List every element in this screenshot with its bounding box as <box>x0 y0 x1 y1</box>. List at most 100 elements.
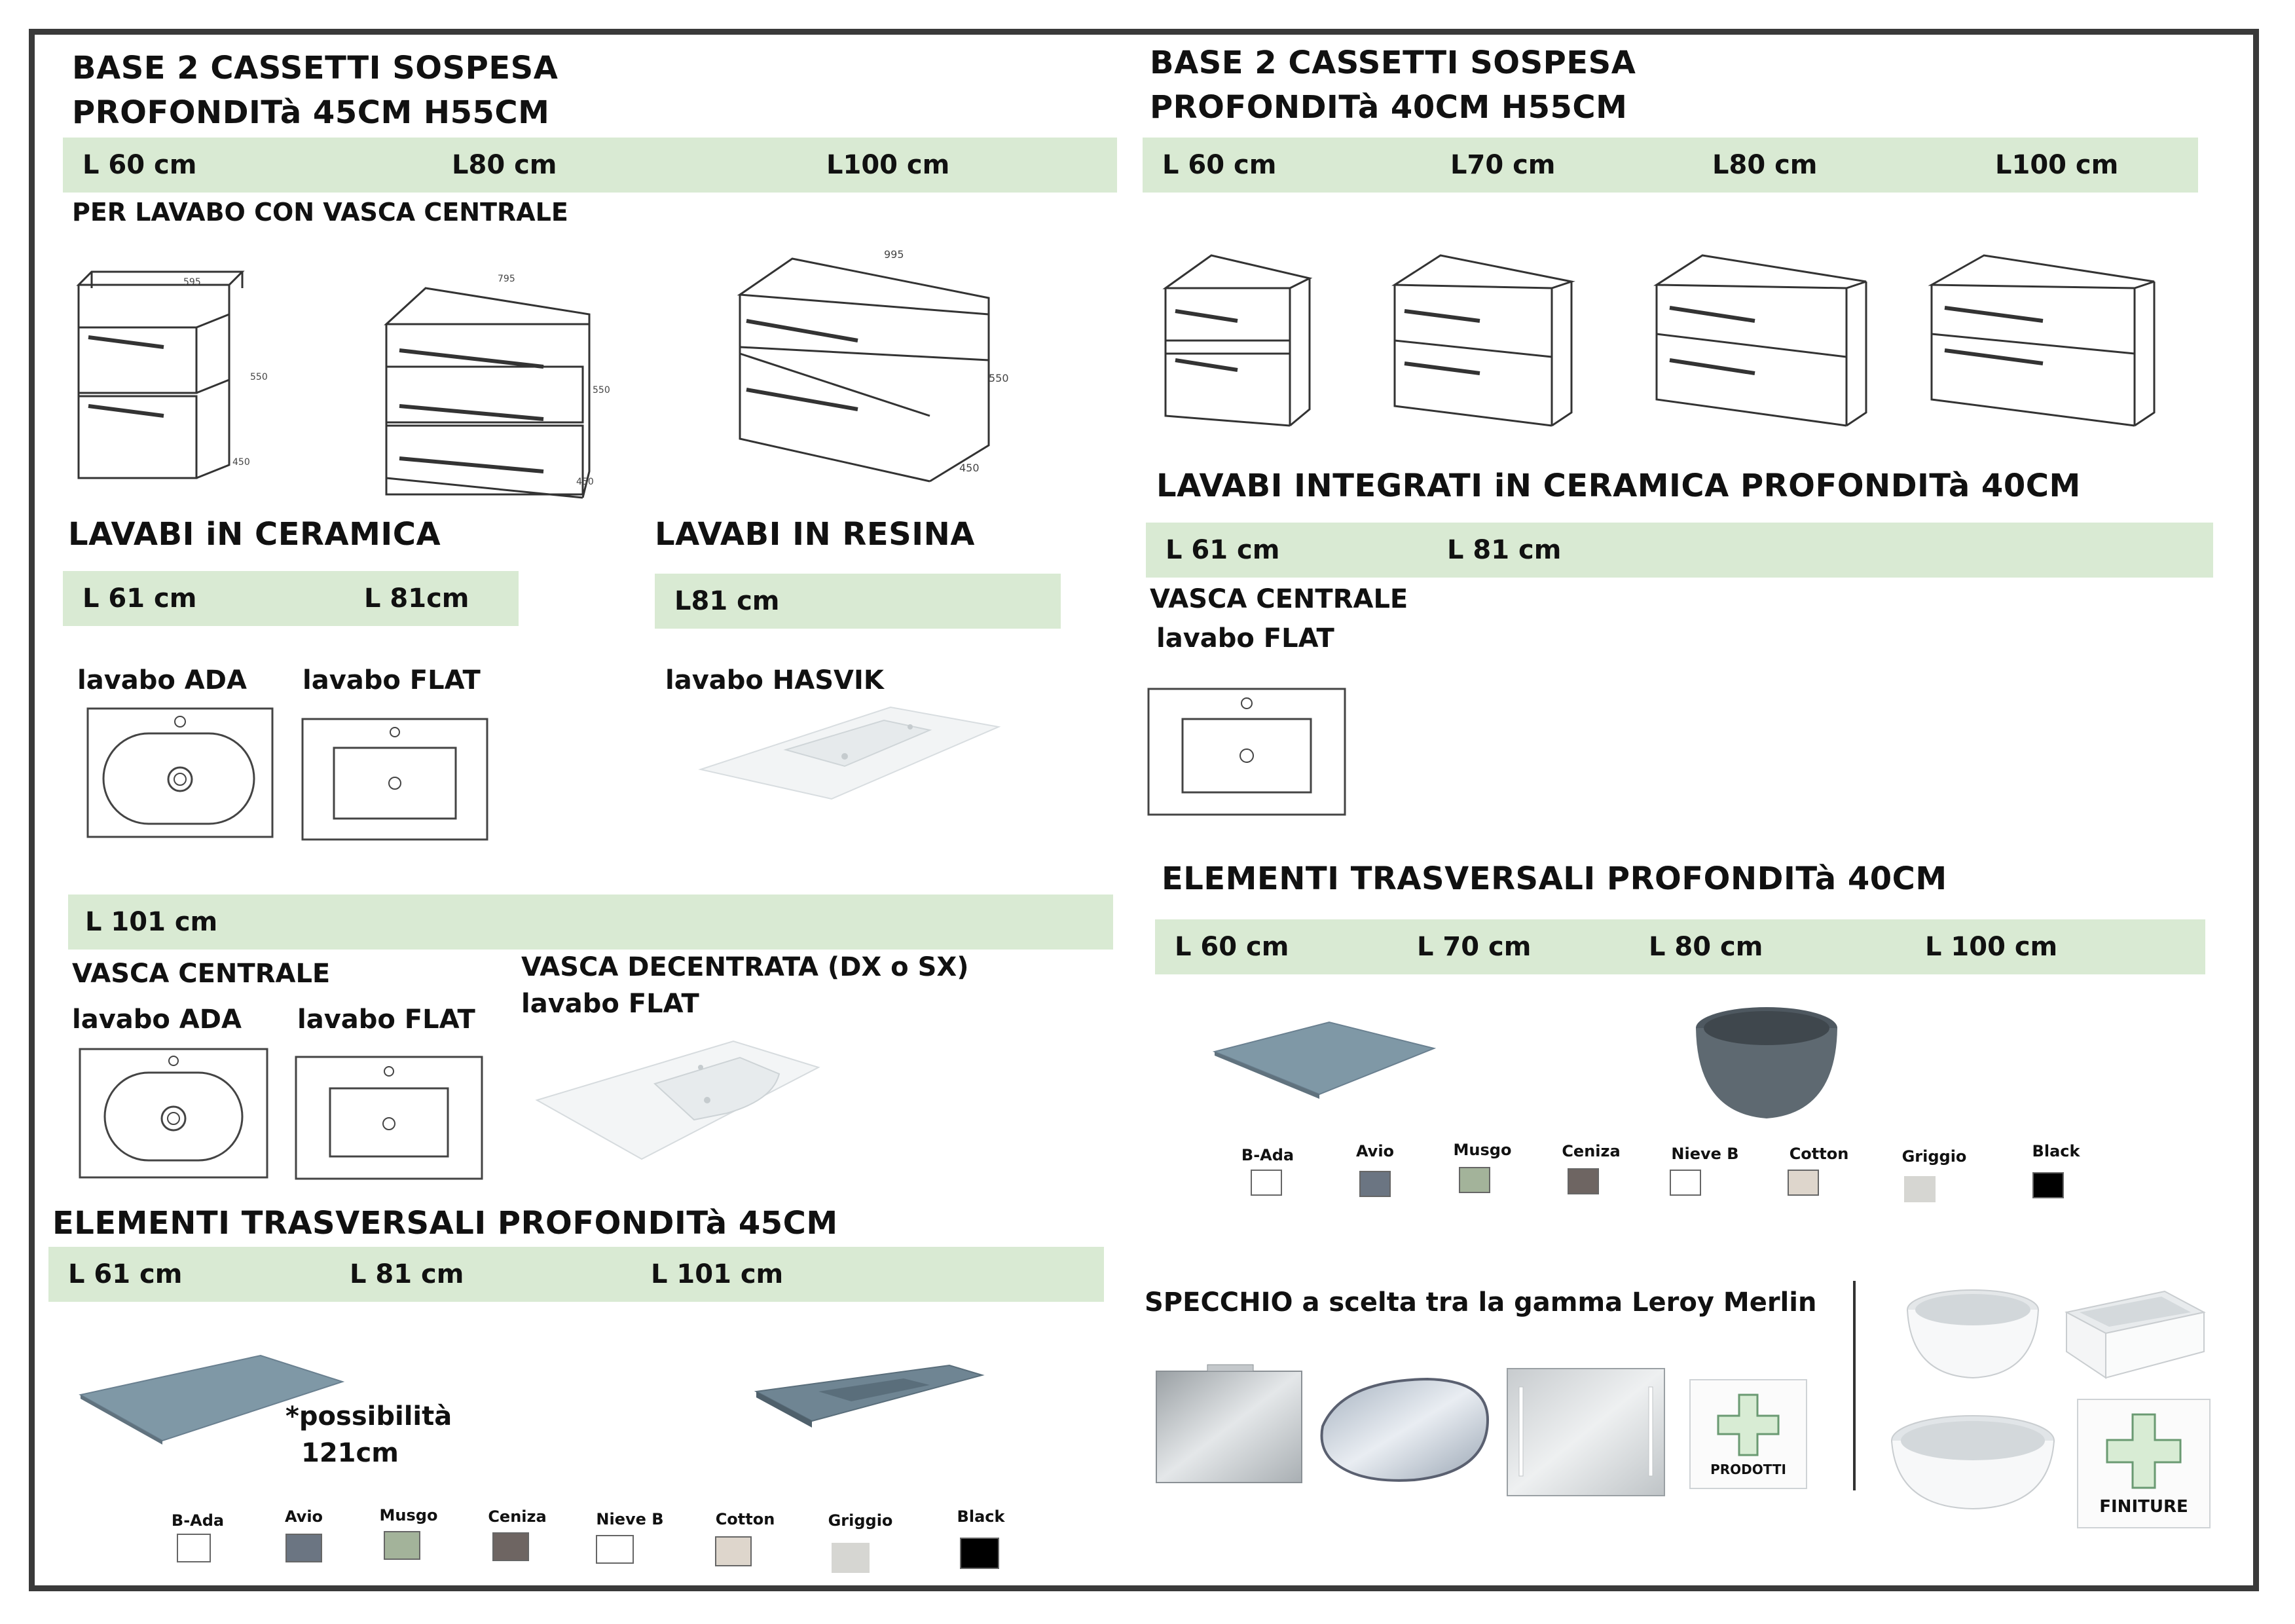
cabinet-40-60-drawing <box>1162 254 1313 427</box>
resina-label-hasvik: lavabo HASVIK <box>665 665 884 695</box>
lavabo-ada-drawing <box>86 707 274 838</box>
swatch-label: Cotton <box>715 1510 775 1528</box>
ceramica-label-ada: lavabo ADA <box>77 665 247 695</box>
page-frame <box>29 29 2259 1591</box>
swatch-musgo <box>384 1531 420 1560</box>
size-label: L 101 cm <box>85 907 218 937</box>
integrated-top-45-drawing <box>754 1364 985 1428</box>
resina-size-band: L81 cm <box>655 574 1061 629</box>
top-45-drawing <box>79 1354 345 1445</box>
dim-height: 550 <box>989 372 1009 384</box>
swatch-label: Musgo <box>1453 1141 1512 1159</box>
finiture-card[interactable]: FINITURE <box>2077 1399 2211 1528</box>
cabinet-60-drawing: 595 550 450 <box>76 270 268 479</box>
ceramica-label-flat: lavabo FLAT <box>303 665 481 695</box>
right-top-title-line1: BASE 2 CASSETTI SOSPESA <box>1150 45 1636 81</box>
dim-width: 995 <box>884 248 904 261</box>
basin-rect-drawing <box>2065 1290 2206 1379</box>
cabinet-100-drawing: 995 550 450 <box>737 248 1009 483</box>
right-top-size-band: L 60 cm L70 cm L80 cm L100 cm <box>1143 138 2198 193</box>
ceramica-size-band: L 61 cm L 81cm <box>63 571 519 626</box>
size-label: L 61 cm <box>1166 535 1280 565</box>
lavabo-decentrato-drawing <box>535 1040 820 1160</box>
size-label: L80 cm <box>1712 150 1818 180</box>
swatch-label: Nieve B <box>596 1510 664 1528</box>
lavabo-flat-drawing <box>301 718 488 841</box>
swatch-label: Griggio <box>828 1511 893 1530</box>
prodotti-card[interactable]: PRODOTTI <box>1689 1379 1807 1489</box>
swatch-nieve-b <box>596 1535 634 1564</box>
swatch-musgo <box>1459 1167 1490 1193</box>
top-40-drawing <box>1212 1021 1437 1099</box>
size-label: L100 cm <box>1995 150 2119 180</box>
prodotti-label: PRODOTTI <box>1710 1462 1786 1477</box>
size-label: L 81cm <box>364 583 469 614</box>
swatch-nieve-b <box>1670 1170 1701 1196</box>
integrati-size-band: L 61 cm L 81 cm <box>1146 523 2213 578</box>
integrati-title: LAVABI INTEGRATI iN CERAMICA PROFONDITà … <box>1156 468 2081 504</box>
plus-icon <box>1717 1393 1780 1456</box>
l101-label-flat: lavabo FLAT <box>297 1005 475 1035</box>
lavabo-integrato-drawing <box>1147 688 1346 816</box>
size-label: L81 cm <box>674 586 780 616</box>
basin-round-drawing <box>1907 1289 2039 1379</box>
plus-icon <box>2106 1413 2182 1489</box>
size-label: L 60 cm <box>83 150 197 180</box>
swatch-label: Musgo <box>379 1506 438 1524</box>
swatch-griggio <box>832 1543 870 1573</box>
dim-height: 550 <box>250 372 268 382</box>
left-top-title-line2: PROFONDITà 45CM H55CM <box>72 94 550 131</box>
finiture-label: FINITURE <box>2099 1497 2188 1517</box>
left-top-subtitle: PER LAVABO CON VASCA CENTRALE <box>72 198 568 227</box>
size-label: L 100 cm <box>1925 932 2058 962</box>
elementi-45-note-line2: 121cm <box>301 1438 399 1468</box>
l101-label-flat2: lavabo FLAT <box>521 989 699 1019</box>
dim-width: 595 <box>183 277 201 287</box>
size-label: L 61 cm <box>68 1259 183 1289</box>
right-top-title-line2: PROFONDITà 40CM H55CM <box>1150 89 1628 126</box>
size-label: L 80 cm <box>1649 932 1763 962</box>
lavabo-ada-101-drawing <box>79 1048 268 1179</box>
cabinet-40-100-drawing <box>1928 254 2156 427</box>
elementi-40-size-band: L 60 cm L 70 cm L 80 cm L 100 cm <box>1155 919 2205 974</box>
swatch-avio <box>285 1534 322 1562</box>
swatch-cotton <box>715 1536 752 1566</box>
dim-height: 550 <box>593 385 610 396</box>
swatch-label: Avio <box>1355 1142 1395 1160</box>
lavabo-hasvik-drawing <box>698 706 1001 800</box>
left-top-size-band: L 60 cm L80 cm L100 cm <box>63 138 1117 193</box>
swatch-label: Avio <box>284 1507 323 1526</box>
swatch-avio <box>1359 1171 1391 1197</box>
mirror-rect-drawing <box>1156 1364 1302 1483</box>
size-label: L 60 cm <box>1162 150 1277 180</box>
left-top-title-line1: BASE 2 CASSETTI SOSPESA <box>72 50 559 86</box>
swatch-label: Black <box>2032 1142 2080 1160</box>
cabinet-40-80-drawing <box>1653 254 1867 427</box>
dim-depth: 450 <box>576 477 594 487</box>
swatch-b-ada <box>177 1534 211 1562</box>
size-label: L80 cm <box>452 150 557 180</box>
elementi-45-note-line1: *possibilità <box>285 1401 452 1431</box>
swatch-b-ada <box>1251 1170 1282 1196</box>
size-label: L 101 cm <box>651 1259 784 1289</box>
swatch-label: Ceniza <box>1562 1142 1621 1160</box>
size-label: L70 cm <box>1450 150 1556 180</box>
swatch-ceniza <box>1568 1168 1599 1194</box>
dim-depth: 450 <box>959 462 980 474</box>
size-label: L100 cm <box>826 150 950 180</box>
swatch-black <box>2032 1172 2064 1198</box>
vertical-divider <box>1853 1281 1856 1490</box>
resina-title: LAVABI IN RESINA <box>655 516 975 553</box>
l101-vasca-centrale: VASCA CENTRALE <box>72 959 331 989</box>
swatch-label: Ceniza <box>488 1507 547 1526</box>
size-label: L 60 cm <box>1175 932 1289 962</box>
basin-oval-drawing <box>1891 1415 2055 1510</box>
ceramica-title: LAVABI iN CERAMICA <box>68 516 441 553</box>
elementi-40-title: ELEMENTI TRASVERSALI PROFONDITà 40CM <box>1162 860 1947 897</box>
swatch-label: Cotton <box>1789 1145 1849 1163</box>
lavabo-flat-101-drawing <box>295 1056 483 1180</box>
integrati-vasca: VASCA CENTRALE <box>1150 584 1408 614</box>
swatch-griggio <box>1904 1176 1936 1202</box>
mirror-organic-drawing <box>1320 1377 1490 1482</box>
bowl-drawing <box>1696 1007 1837 1118</box>
